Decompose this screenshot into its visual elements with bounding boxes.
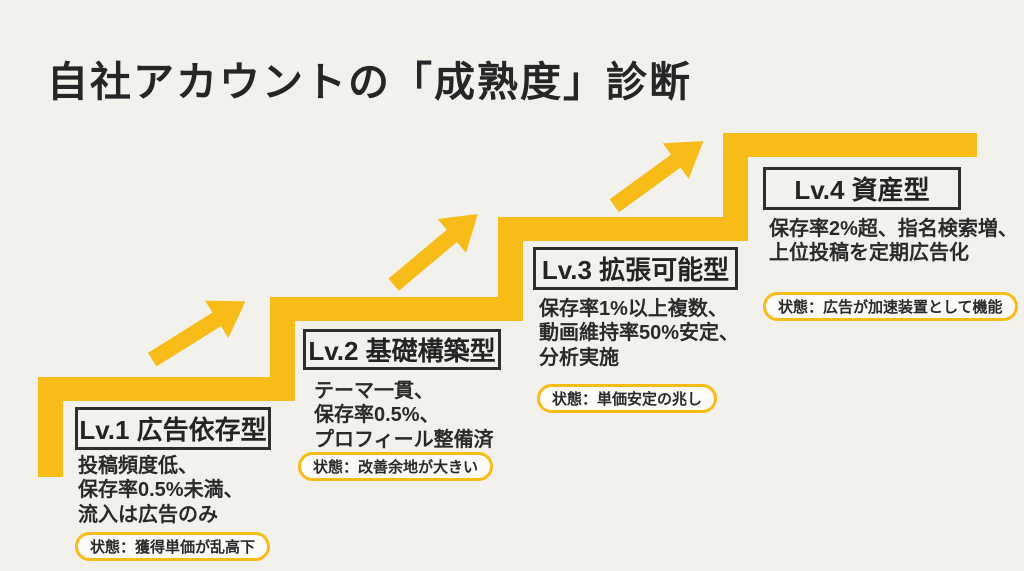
arrow-shaft	[147, 311, 223, 367]
stair-step4-tread	[723, 133, 977, 157]
level2-status-text: 状態：改善余地が大きい	[313, 459, 479, 476]
level1-status-text: 状態：獲得単価が乱高下	[90, 539, 256, 556]
stair-step1-tread	[38, 377, 295, 401]
arrow-shaft	[609, 153, 683, 213]
level4-title-box: Lv.4 資産型	[763, 167, 961, 210]
page-title: 自社アカウントの「成熟度」診断	[47, 59, 692, 105]
level2-title-box: Lv.2 基礎構築型	[303, 329, 501, 370]
arrow-shaft	[388, 228, 459, 291]
stair-step3-tread	[498, 217, 748, 241]
stair-step2-tread	[270, 297, 523, 321]
level3-description: 保存率1%以上複数、 動画維持率50%安定、 分析実施	[539, 298, 740, 369]
level4-status-text: 状態：広告が加速装置として機能	[778, 299, 1003, 316]
level2-description: テーマ一貫、 保存率0.5%、 プロフィール整備済	[314, 380, 494, 451]
level1-title-box: Lv.1 広告依存型	[75, 407, 271, 450]
level2-title: Lv.2 基礎構築型	[308, 336, 496, 366]
level1-title: Lv.1 広告依存型	[79, 415, 267, 445]
up-arrow-icon	[378, 197, 493, 303]
level3-status-badge: 状態：単価安定の兆し	[537, 384, 718, 413]
level4-description: 保存率2%超、指名検索増、 上位投稿を定期広告化	[769, 218, 1018, 265]
level3-title-box: Lv.3 拡張可能型	[533, 247, 738, 290]
level3-status-text: 状態：単価安定の兆し	[552, 391, 703, 408]
level2-status-badge: 状態：改善余地が大きい	[298, 452, 494, 481]
level4-title: Lv.4 資産型	[794, 175, 930, 205]
up-arrow-icon	[139, 282, 258, 380]
level3-title: Lv.3 拡張可能型	[541, 255, 730, 285]
up-arrow-icon	[600, 123, 717, 224]
level1-description: 投稿頻度低、 保存率0.5%未満、 流入は広告のみ	[78, 455, 244, 526]
level1-status-badge: 状態：獲得単価が乱高下	[75, 532, 271, 561]
level4-status-badge: 状態：広告が加速装置として機能	[763, 292, 1018, 321]
